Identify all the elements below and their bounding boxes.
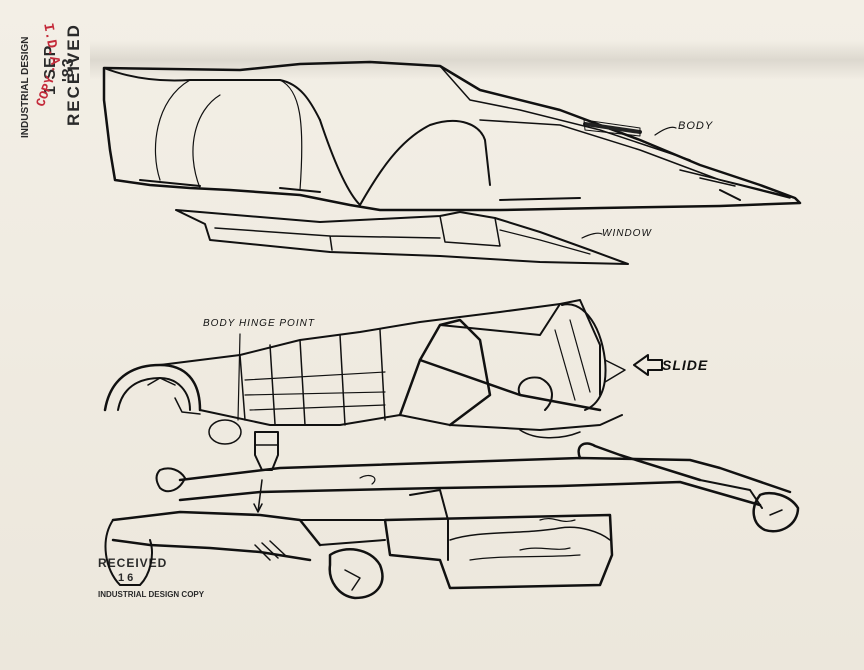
hinge-drop-arrow: [253, 479, 263, 513]
label-body-hinge-point: BODY HINGE POINT: [203, 318, 315, 329]
label-window: WINDOW: [602, 228, 652, 239]
received-date-bottom: 1 6: [118, 572, 134, 584]
label-body: BODY: [678, 120, 714, 132]
label-slide: SLIDE: [662, 357, 709, 373]
bottom-frame: [104, 442, 800, 600]
body-shell: [102, 60, 802, 212]
hinge-leader-line: [237, 333, 241, 421]
engine-tub: [103, 299, 626, 471]
slide-arrow: [633, 354, 663, 376]
scan-shadow-band: [90, 40, 864, 80]
department-stamp-bottom: INDUSTRIAL DESIGN COPY: [98, 590, 205, 599]
window-piece: [175, 209, 629, 265]
